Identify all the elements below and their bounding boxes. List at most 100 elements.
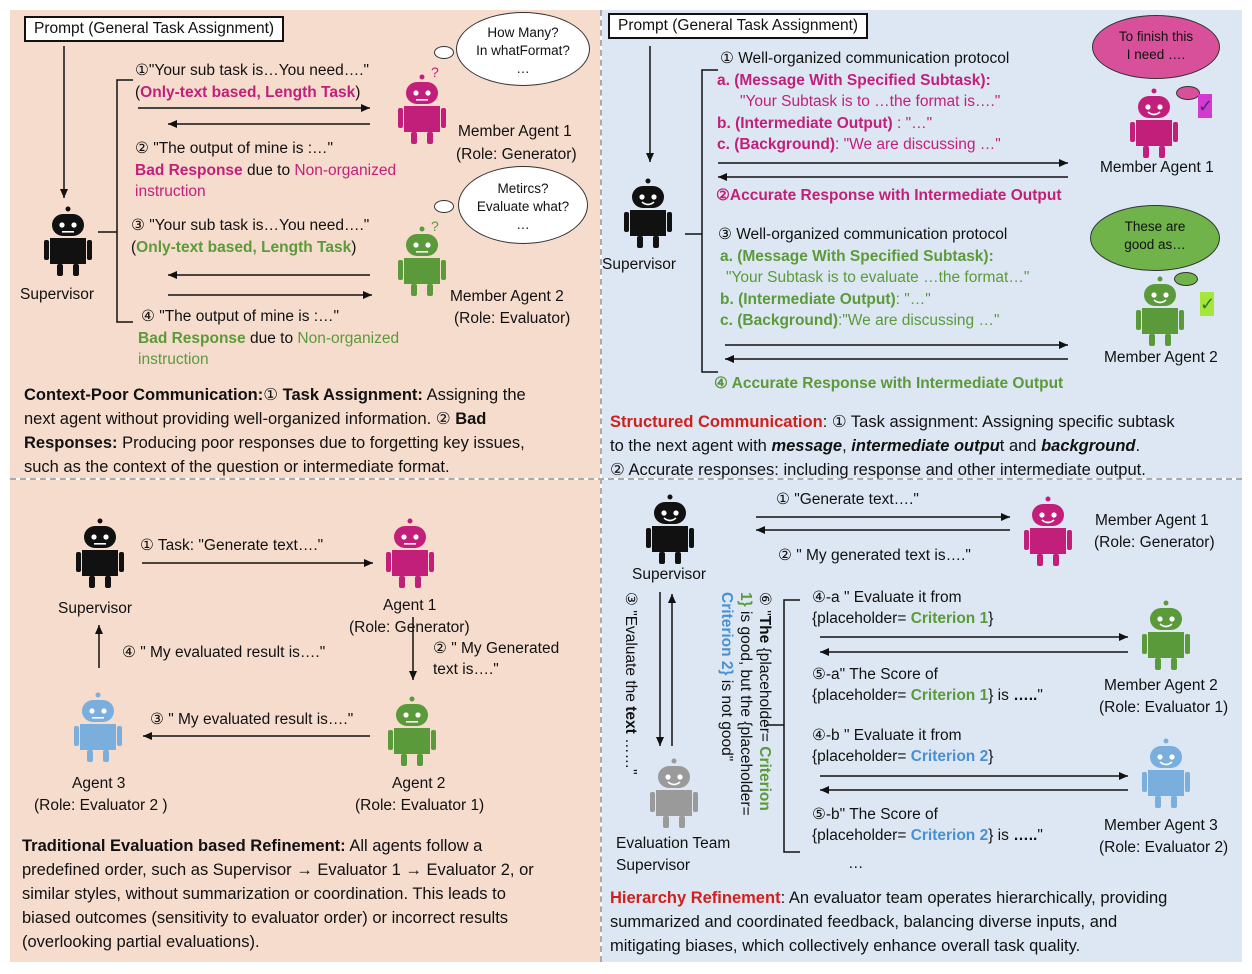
agent-2-robot-icon <box>388 696 436 766</box>
step-2-message: ② " My Generated <box>433 640 560 657</box>
agent-3-role: (Role: Evaluator 2 ) <box>34 797 168 814</box>
member-agent-3-label: Member Agent 3 <box>1104 817 1218 834</box>
step-4a-message: ④-a " Evaluate it from <box>812 589 962 606</box>
member-agent-2-label: Member Agent 2 <box>1104 677 1218 694</box>
quadrant-context-poor <box>10 10 600 478</box>
step-2-message-cont: text is…." <box>433 661 499 678</box>
member-agent-2-robot-icon <box>398 226 446 296</box>
supervisor-label: Supervisor <box>602 256 677 273</box>
thought-line: In whatFormat? <box>476 43 570 58</box>
thought-line: good as… <box>1124 237 1186 252</box>
step-2-message: ② "The output of mine is :…" <box>135 140 334 157</box>
member-agent-2-label: Member Agent 2 <box>450 288 564 305</box>
step-2-note-cont: instruction <box>135 183 206 200</box>
supervisor-robot-icon <box>76 518 124 588</box>
supervisor-robot-icon <box>646 494 694 564</box>
step-1-note: (Only-text based, Length Task) <box>135 84 361 101</box>
member-agent-1-role: (Role: Generator) <box>456 146 577 163</box>
thought-bubble-dot <box>434 200 454 213</box>
protocol-4-response: ④ Accurate Response with Intermediate Ou… <box>714 375 1064 392</box>
structured-description: Structured Communication: ① Task assignm… <box>610 413 1175 479</box>
hierarchy-description: Hierarchy Refinement: An evaluator team … <box>610 889 1168 955</box>
member-agent-1-label: Member Agent 1 <box>1095 512 1209 529</box>
step-3-message: ③ "Your sub task is…You need…." <box>131 217 370 234</box>
prompt-box: Prompt (General Task Assignment) <box>608 13 869 39</box>
member-agent-1-role: (Role: Generator) <box>1094 534 1215 551</box>
thought-bubble-dot <box>1176 86 1200 100</box>
protocol-3-heading: ③ Well-organized communication protocol <box>718 226 1008 243</box>
evaluation-team-supervisor-label: Evaluation Team <box>616 835 731 852</box>
step-4b-message-cont: {placeholder= Criterion 2} <box>812 748 994 765</box>
protocol-1-a: a. (Message With Specified Subtask): <box>717 72 991 89</box>
question-mark: ? <box>431 218 439 234</box>
step-1-message: ① Task: "Generate text…." <box>140 537 324 554</box>
thought-cloud-2: These are good as… <box>1090 205 1220 271</box>
agent-2-label: Agent 2 <box>392 775 446 792</box>
supervisor-label: Supervisor <box>58 600 133 617</box>
member-agent-1-robot-icon <box>398 74 446 144</box>
member-agent-2-robot-icon <box>1142 600 1190 670</box>
member-agent-2-robot-icon <box>1136 276 1184 346</box>
thought-line: To finish this <box>1118 29 1194 44</box>
step-4-message: ④ "The output of mine is :…" <box>141 308 340 325</box>
thought-line: … <box>516 61 530 76</box>
protocol-3-a-text: "Your Subtask is to evaluate …the format… <box>726 269 1030 286</box>
agent-1-role: (Role: Generator) <box>349 619 470 636</box>
supervisor-label: Supervisor <box>20 286 95 303</box>
step-1-message: ①"Your sub task is…You need…." <box>135 62 369 79</box>
step-5a-message: ⑤-a" The Score of <box>812 666 938 683</box>
thought-line: Evaluate what? <box>476 199 570 214</box>
step-3-note: (Only-text based, Length Task) <box>131 239 357 256</box>
thought-line: How Many? <box>487 25 559 40</box>
thought-line: I need …. <box>1126 47 1186 62</box>
step-2-note: Bad Response due to Non-organized <box>135 162 397 179</box>
question-mark: ? <box>431 64 439 80</box>
protocol-3-a: a. (Message With Specified Subtask): <box>720 248 994 265</box>
thought-cloud-1: To finish this I need …. <box>1092 15 1220 79</box>
step-5b-message-cont: {placeholder= Criterion 2} is ….." <box>812 827 1043 844</box>
thought-line: Metircs? <box>497 181 549 196</box>
traditional-description: Traditional Evaluation based Refinement:… <box>22 837 534 951</box>
agent-1-label: Agent 1 <box>383 597 437 614</box>
member-agent-2-role: (Role: Evaluator 1) <box>1099 699 1229 716</box>
member-agent-1-label: Member Agent 1 <box>458 123 572 140</box>
thought-line: These are <box>1124 219 1186 234</box>
supervisor-robot-icon <box>624 178 672 248</box>
more-ellipsis: … <box>848 855 864 872</box>
protocol-1-b: b. (Intermediate Output) : "…" <box>717 115 933 132</box>
member-agent-1-robot-icon <box>1024 496 1072 566</box>
step-4-note-cont: instruction <box>138 351 209 368</box>
agent-1-robot-icon <box>386 518 434 588</box>
member-agent-3-role: (Role: Evaluator 2) <box>1099 839 1229 856</box>
supervisor-label: Supervisor <box>632 566 707 583</box>
vertical-divider <box>600 10 602 962</box>
member-agent-2-role: (Role: Evaluator) <box>454 310 571 327</box>
step-2-message: ② " My generated text is…." <box>778 547 971 564</box>
evaluation-team-supervisor-robot-icon <box>650 758 698 828</box>
member-agent-1-label: Member Agent 1 <box>1100 159 1214 176</box>
protocol-1-a-text: "Your Subtask is to …the format is…." <box>740 93 1001 110</box>
step-6-vertical-message: ⑥ "The {placeholder= Criterion 1} is goo… <box>718 592 773 816</box>
step-3-vertical-message: ③ "Evaluate the text ……" <box>622 592 639 775</box>
agent-3-label: Agent 3 <box>72 775 126 792</box>
protocol-1-heading: ① Well-organized communication protocol <box>720 50 1010 67</box>
supervisor-robot-icon <box>44 206 92 276</box>
member-agent-2-label: Member Agent 2 <box>1104 349 1218 366</box>
quadrant-hierarchy <box>602 480 1242 962</box>
check-icon: ✓ <box>1200 292 1216 316</box>
step-1-message: ① "Generate text…." <box>776 491 919 508</box>
thought-line: … <box>516 217 530 232</box>
member-agent-3-robot-icon <box>1142 738 1190 808</box>
member-agent-1-robot-icon <box>1130 88 1178 158</box>
protocol-3-c: c. (Background):"We are discussing …" <box>720 312 1000 329</box>
step-3-message: ③ " My evaluated result is…." <box>150 711 354 728</box>
evaluation-team-supervisor-label-cont: Supervisor <box>616 857 691 874</box>
agent-3-robot-icon <box>74 692 122 762</box>
thought-bubble-dot <box>434 46 454 59</box>
horizontal-divider <box>10 478 1242 480</box>
step-4b-message: ④-b " Evaluate it from <box>812 727 962 744</box>
agent-2-role: (Role: Evaluator 1) <box>355 797 485 814</box>
protocol-3-b: b. (Intermediate Output): "…" <box>720 291 931 308</box>
context-poor-description: Context-Poor Communication:① Task Assign… <box>24 386 526 476</box>
